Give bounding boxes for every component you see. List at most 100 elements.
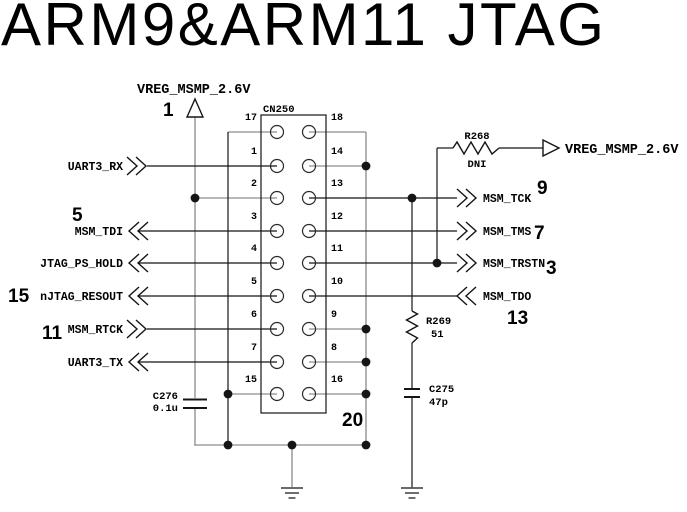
port-out-chevron-icon [456, 188, 469, 208]
port-in-chevron-icon [127, 286, 140, 306]
port-out-chevron-icon [465, 221, 478, 241]
pin-numbers-left: 17 1 2 3 4 5 6 7 15 [245, 113, 257, 386]
port-out-chevron-icon [456, 221, 469, 241]
port-in-chevron-icon [136, 352, 149, 372]
c275-ref: C275 [429, 384, 454, 396]
annotation-7: 7 [534, 223, 545, 244]
port-out-chevron-icon [126, 156, 139, 176]
pin-circle [301, 223, 317, 239]
junction-dot [223, 389, 233, 399]
port-label: MSM_TMS [483, 226, 531, 239]
r268-group: R268 DNI VREG_MSMP_2.6V [452, 131, 679, 171]
annotation-15: 15 [8, 286, 30, 307]
pin-circle [269, 321, 285, 337]
pin-circle [301, 321, 317, 337]
annotation-3: 3 [546, 258, 557, 279]
ground-symbol-right [401, 487, 423, 499]
pin-circle [269, 386, 285, 402]
pin-number: 11 [331, 244, 343, 255]
power-triangle-icon [185, 97, 205, 118]
pin-circle [301, 288, 317, 304]
annotation-13: 13 [507, 308, 528, 329]
connector-cn250: CN250 20 17 1 2 3 4 5 6 7 15 18 14 13 12… [245, 104, 363, 431]
port-label: UART3_TX [68, 357, 123, 370]
c276-group: C276 0.1u [153, 391, 207, 415]
junction-dot [190, 193, 200, 203]
right-ports: MSM_TCK 9 MSM_TMS 7 MSM_TRSTN 3 MSM_TDO … [455, 178, 557, 329]
pin-numbers-right: 18 14 13 12 11 10 9 8 16 [331, 113, 343, 386]
ground-symbol-left [281, 487, 303, 499]
port-jtag-ps-hold: JTAG_PS_HOLD [40, 253, 149, 273]
pin-circle [269, 354, 285, 370]
port-in-chevron-icon [136, 221, 149, 241]
pin-circle [301, 124, 317, 140]
port-out-chevron-icon [135, 156, 148, 176]
signal-wires [139, 132, 543, 488]
connector-ref: CN250 [263, 104, 295, 116]
junction-dot [223, 440, 233, 450]
pin-number: 14 [331, 147, 343, 158]
connector-pin-circles [269, 124, 317, 402]
port-in-chevron-icon [136, 253, 149, 273]
pin-circle [269, 223, 285, 239]
port-uart3-rx: UART3_RX [68, 156, 148, 176]
pin-number: 17 [245, 113, 257, 124]
port-label: MSM_TDO [483, 291, 531, 304]
junction-dot [432, 258, 442, 268]
power-triangle-right-icon [542, 138, 561, 158]
resistor-r268-icon [452, 140, 500, 156]
junction-dot [361, 324, 371, 334]
port-out-chevron-icon [126, 319, 139, 339]
junction-dot [361, 389, 371, 399]
annotation-11: 11 [42, 323, 63, 344]
net-label-vreg-top: VREG_MSMP_2.6V [137, 83, 251, 98]
pin-number: 5 [251, 277, 257, 288]
left-ports: UART3_RX MSM_TDI 5 JTAG_PS_HOLD nJTAG_RE… [8, 156, 149, 372]
port-msm-rtck: MSM_RTCK 11 [42, 319, 148, 344]
port-label: MSM_TCK [483, 193, 531, 206]
annotation-9: 9 [537, 178, 548, 199]
power-symbol-top: VREG_MSMP_2.6V 1 [137, 83, 251, 121]
pin-number: 18 [331, 113, 343, 124]
pin-number: 4 [251, 244, 257, 255]
pin-circle [301, 255, 317, 271]
port-msm-tck: MSM_TCK 9 [456, 178, 548, 208]
pin-circle [269, 288, 285, 304]
pin-number: 7 [251, 343, 257, 354]
pin-number: 1 [251, 147, 257, 158]
pin-number: 15 [245, 375, 257, 386]
port-out-chevron-icon [456, 253, 469, 273]
c275-value: 47p [429, 397, 448, 409]
pin-number: 3 [251, 212, 257, 223]
pin-number: 10 [331, 277, 343, 288]
port-out-chevron-icon [465, 253, 478, 273]
pin-circle [269, 124, 285, 140]
port-in-chevron-icon [127, 253, 140, 273]
port-njtag-resout: nJTAG_RESOUT 15 [8, 286, 149, 307]
page-title: ARM9&ARM11 JTAG [1, 0, 607, 58]
net-label-vreg-right: VREG_MSMP_2.6V [565, 143, 679, 158]
resistor-r269-icon [405, 310, 419, 344]
pin-circle [269, 190, 285, 206]
port-msm-tdo: MSM_TDO 13 [455, 286, 531, 329]
port-in-chevron-icon [127, 352, 140, 372]
power-ground-wires [194, 117, 367, 487]
port-label: nJTAG_RESOUT [40, 291, 123, 304]
pin-circle [269, 158, 285, 174]
r268-ref: R268 [464, 131, 489, 143]
pin-circle [301, 190, 317, 206]
pin-circle [301, 354, 317, 370]
port-uart3-tx: UART3_TX [68, 352, 149, 372]
pin-circle [301, 158, 317, 174]
pin-number: 13 [331, 179, 343, 190]
port-msm-trstn: MSM_TRSTN 3 [456, 253, 557, 279]
r268-value: DNI [468, 159, 487, 171]
pin-number: 9 [331, 310, 337, 321]
port-label: MSM_TDI [75, 226, 123, 239]
annotation-5: 5 [72, 205, 83, 226]
annotation-1: 1 [163, 100, 174, 121]
junction-dot [361, 357, 371, 367]
port-label: JTAG_PS_HOLD [40, 258, 123, 271]
